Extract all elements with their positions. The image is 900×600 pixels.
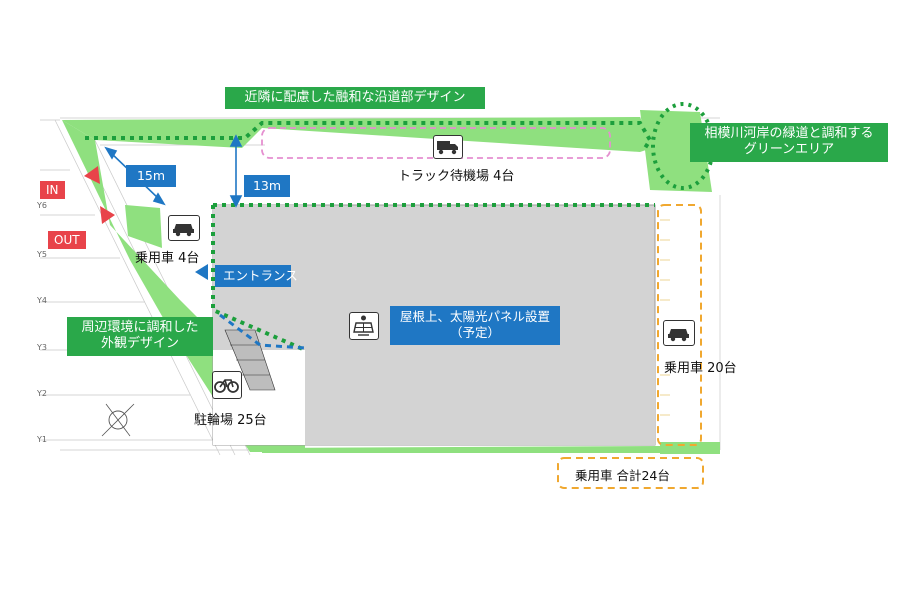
roadside-design-label: 近隣に配慮した融和な沿道部デザイン xyxy=(225,87,485,110)
grid-label-y4: Y4 xyxy=(37,296,47,305)
car-icon xyxy=(663,320,695,346)
exterior-design-label-line1: 周辺環境に調和した xyxy=(81,320,199,335)
riverside-green-label: 相模川河岸の緑道と調和する グリーンエリア xyxy=(690,123,888,162)
riverside-green-label-line1: 相模川河岸の緑道と調和する xyxy=(704,126,874,141)
roof-solar-label-line1: 屋根上、太陽光パネル設置 xyxy=(399,309,550,324)
truck-icon xyxy=(433,135,463,159)
grid-label-y1: Y1 xyxy=(37,435,47,444)
entrance-blue-outline xyxy=(219,313,306,350)
in-arrow-icon xyxy=(84,166,100,184)
roadside-green-outline xyxy=(85,121,653,150)
in-label: IN xyxy=(40,181,65,199)
grid-label-y3: Y3 xyxy=(37,343,47,352)
bicycle-icon xyxy=(212,371,242,399)
distance-15m-label: 15m xyxy=(126,165,176,188)
grid-label-y6: Y6 xyxy=(37,201,47,210)
out-arrow-icon xyxy=(100,206,115,224)
car-icon xyxy=(168,215,200,241)
riverside-green-label-line2: グリーンエリア xyxy=(743,142,835,158)
car-parking-right-area xyxy=(657,204,702,446)
exterior-design-label: 周辺環境に調和した 外観デザイン xyxy=(67,317,213,356)
entrance-ramp xyxy=(224,329,276,391)
car-4-label: 乗用車 4台 xyxy=(135,251,200,266)
exterior-design-label-line2: 外観デザイン xyxy=(100,336,179,352)
grid-label-y5: Y5 xyxy=(37,250,47,259)
solar-panel-icon xyxy=(349,312,379,340)
roof-solar-label-line2: （予定） xyxy=(449,325,500,341)
out-label: OUT xyxy=(48,231,86,249)
car-20-label: 乗用車 20台 xyxy=(664,361,737,376)
roof-solar-label: 屋根上、太陽光パネル設置 （予定） xyxy=(390,306,560,345)
car-total-box xyxy=(557,457,704,489)
distance-13m-label: 13m xyxy=(244,175,290,198)
entrance-pointer xyxy=(195,264,208,280)
entrance-label: エントランス xyxy=(215,265,298,288)
north-compass-icon xyxy=(101,403,135,437)
bicycle-parking-label: 駐輪場 25台 xyxy=(194,413,267,428)
car-total-label: 乗用車 合計24台 xyxy=(575,468,670,483)
truck-waiting-label: トラック待機場 4台 xyxy=(398,169,515,184)
parking-stall-ticks xyxy=(660,219,670,416)
grid-label-y2: Y2 xyxy=(37,389,47,398)
distance-arrows xyxy=(104,134,243,208)
truck-waiting-area xyxy=(261,127,611,159)
